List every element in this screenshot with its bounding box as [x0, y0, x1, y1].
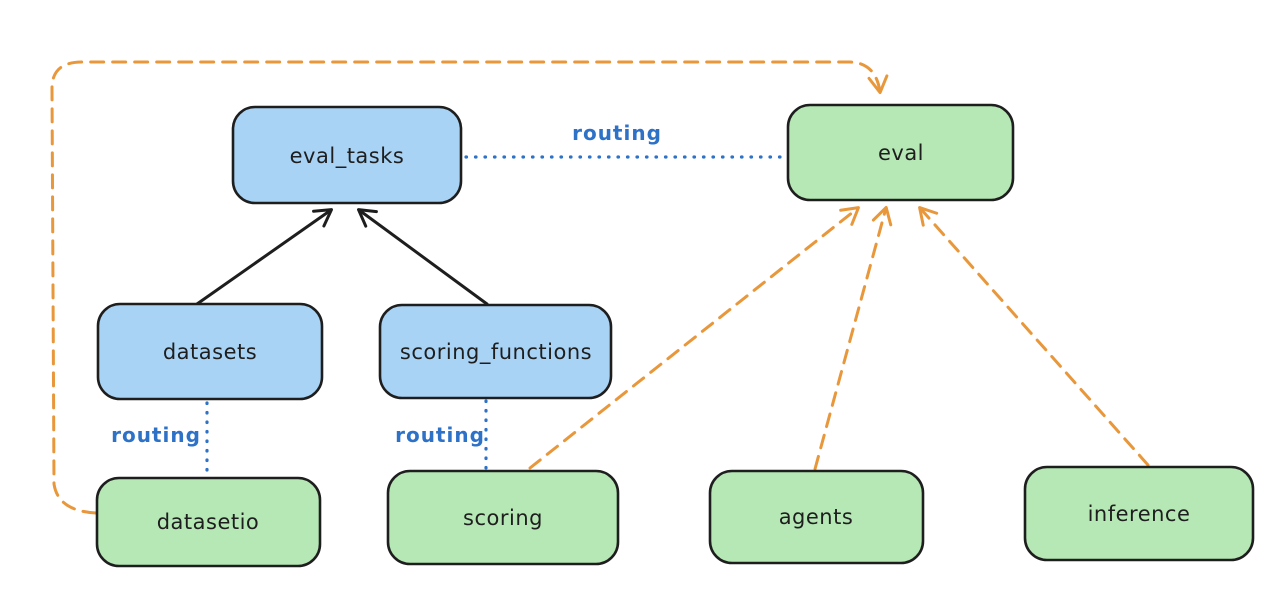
nodes: eval_tasks eval datasets scoring_functio…	[95, 103, 1255, 568]
node-inference-label: inference	[1088, 502, 1191, 526]
node-agents: agents	[708, 469, 925, 565]
routing-label-scoring-functions-scoring: routing	[395, 423, 485, 447]
routing-label-eval-tasks-eval: routing	[572, 121, 662, 145]
node-datasetio-box	[95, 476, 322, 568]
node-scoring-functions-box	[378, 303, 613, 400]
node-eval: eval	[786, 103, 1015, 202]
node-scoring-functions-label: scoring_functions	[400, 340, 592, 365]
node-datasetio: datasetio	[95, 476, 322, 568]
node-eval-tasks: eval_tasks	[231, 105, 463, 205]
node-eval-box	[786, 103, 1015, 202]
node-datasetio-label: datasetio	[157, 510, 260, 534]
edge-inference-to-eval-dashed-arrow	[918, 206, 1150, 467]
node-scoring-label: scoring	[463, 506, 543, 530]
edge-datasetio-to-eval-dashed-arrow	[50, 60, 889, 515]
node-agents-box	[708, 469, 925, 565]
node-scoring-box	[386, 469, 620, 566]
node-eval-tasks-label: eval_tasks	[290, 144, 405, 169]
node-inference-box	[1023, 465, 1255, 562]
node-scoring: scoring	[386, 469, 620, 566]
node-datasets-box	[96, 302, 324, 401]
node-datasets: datasets	[96, 302, 324, 401]
edge-agents-to-eval-dashed-arrow	[813, 205, 893, 471]
node-inference: inference	[1023, 465, 1255, 562]
node-datasets-label: datasets	[163, 340, 257, 364]
edge-scoring-to-eval-dashed-arrow	[528, 206, 860, 470]
node-eval-tasks-box	[231, 105, 463, 205]
edge-datasets-to-eval-tasks-arrow	[195, 208, 333, 306]
node-scoring-functions: scoring_functions	[378, 303, 613, 400]
node-agents-label: agents	[779, 505, 854, 529]
edge-scoring-functions-to-eval-tasks-arrow	[357, 208, 489, 306]
edges	[50, 60, 1150, 515]
node-eval-label: eval	[878, 141, 924, 165]
routing-label-datasets-datasetio: routing	[111, 423, 201, 447]
edge-labels: routing routing routing	[111, 121, 662, 447]
